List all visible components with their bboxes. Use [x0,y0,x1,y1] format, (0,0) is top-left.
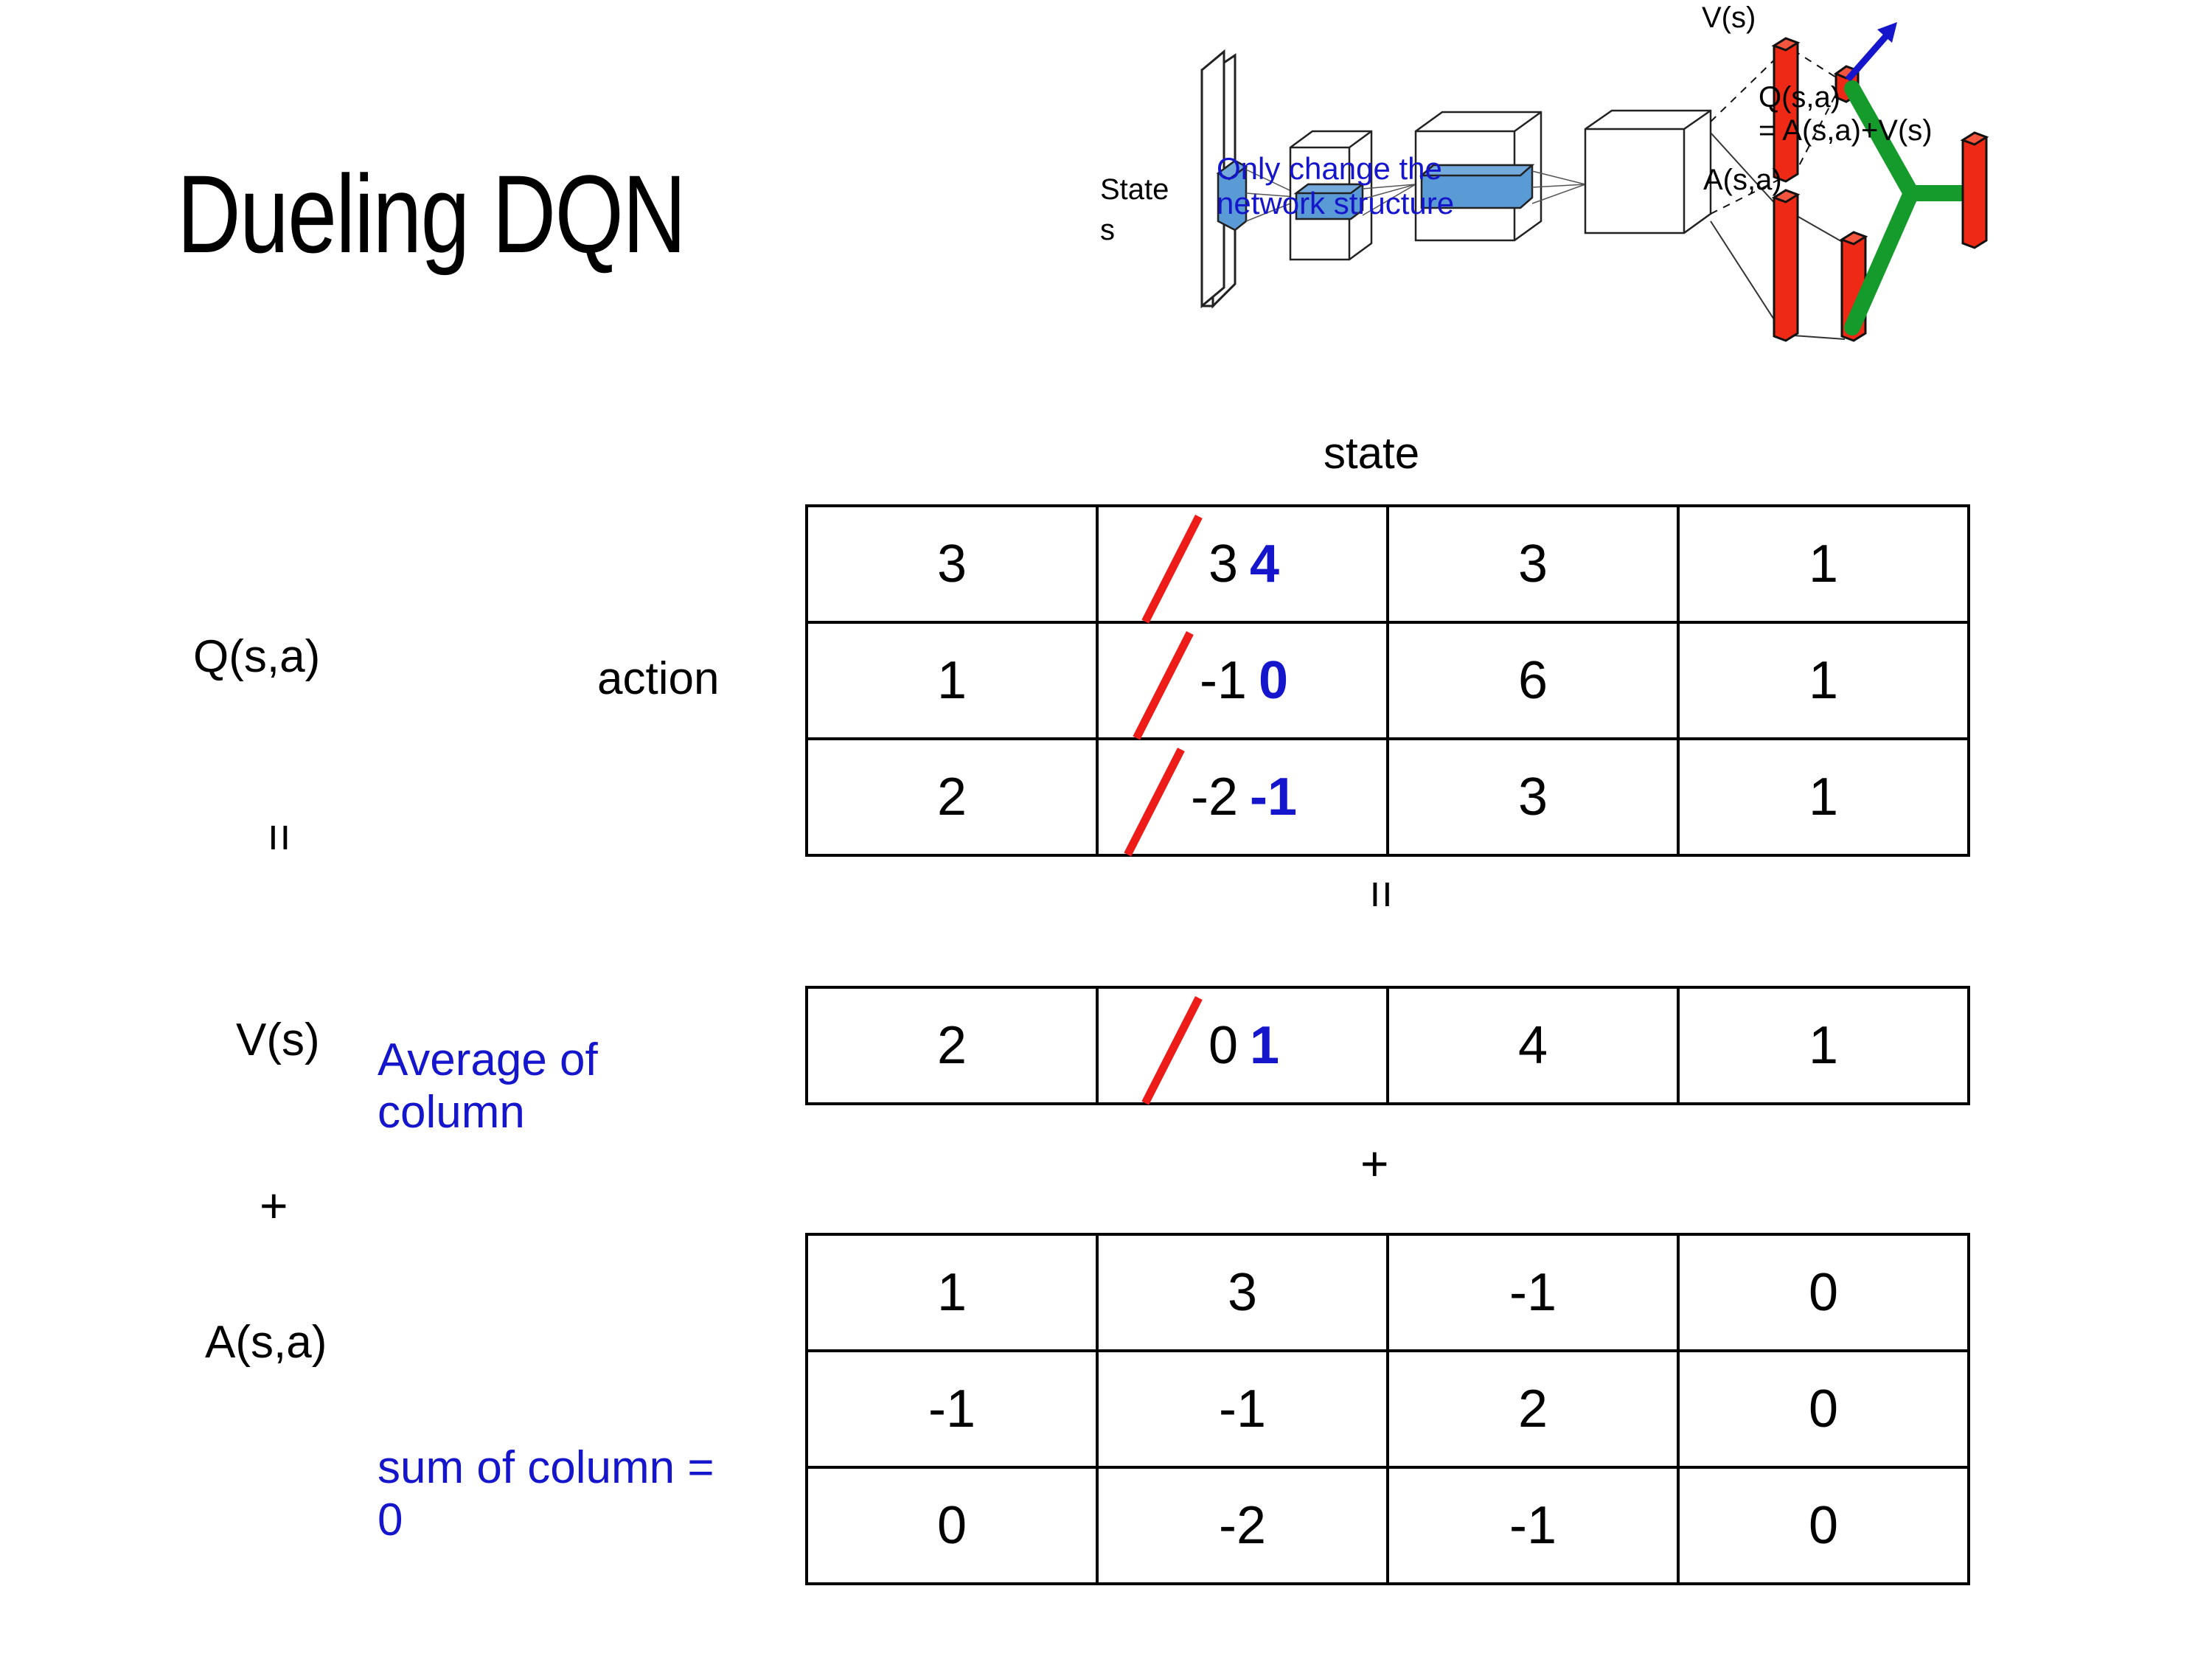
equals-sign-between-tables: = [1354,880,1410,909]
action-axis-label: action [597,653,720,704]
plus-sign-left: + [260,1178,288,1233]
dueling-network-diagram: State s V(s) A(s,a) Q(s,a) = A(s,a)+V(s)… [1084,0,2212,413]
table-cell: 1 [1677,737,1970,857]
table-cell: 3 [1386,737,1680,857]
diagram-annotation-line1: Only change the [1217,151,1442,186]
diagram-annotation: Only change the network structure [1217,151,1454,220]
table-cell-edited: -2-1 [1096,737,1389,857]
struck-old-value: -1 [1197,650,1250,711]
diagram-advantage-label: A(s,a) [1703,164,1782,196]
table-cell: -1 [1386,1233,1680,1352]
table-cell: 3 [1096,1233,1389,1352]
state-axis-label: state [1324,428,1420,478]
struck-old-value: -2 [1188,767,1241,827]
value-arrow-icon [1845,22,1897,82]
diagram-output-label: Q(s,a) = A(s,a)+V(s) [1759,81,1933,147]
corrected-new-value: -1 [1250,768,1298,827]
table-cell: 4 [1386,986,1680,1105]
table-cell: -2 [1096,1466,1389,1585]
table-cell: -1 [1096,1349,1389,1469]
table-cell: 1 [805,621,1099,740]
table-cell: 3 [1386,504,1680,624]
conv-patch-2-icon [1419,164,1535,209]
diagram-annotation-line2: network structure [1217,186,1455,221]
table-cell: 1 [1677,504,1970,624]
advantage-bar-1-icon [1771,189,1801,342]
table-cell: -1 [805,1349,1099,1469]
table-cell: 0 [1677,1349,1970,1469]
conv-connections-2 [1362,184,1416,216]
table-cell: 1 [1677,621,1970,740]
q-table-label: Q(s,a) [193,631,321,682]
struck-old-value: 3 [1206,534,1241,594]
table-cell: 1 [805,1233,1099,1352]
conv-connections-3 [1531,170,1586,204]
value-bar-icon [1771,37,1801,183]
table-cell: 0 [805,1466,1099,1585]
table-cell: 0 [1677,1233,1970,1352]
sum-of-column-note: sum of column = 0 [378,1442,714,1546]
table-cell: 3 [805,504,1099,624]
aggregation-merge-icon [1844,80,1974,335]
output-q-bar-icon [1960,131,1989,249]
input-plane-icon [1200,49,1237,309]
conv-block-3-icon [1584,109,1712,234]
corrected-new-value: 4 [1250,535,1280,594]
diagram-output-label-line2: = A(s,a)+V(s) [1759,114,1933,147]
table-cell: 2 [805,737,1099,857]
table-cell: -1 [1386,1466,1680,1585]
value-stream-connections [1710,49,1840,215]
diagram-input-label-state: State [1100,173,1169,206]
table-cell: 6 [1386,621,1680,740]
average-of-column-note: Average of column [378,1034,598,1138]
conv-patch-1-icon [1293,183,1366,220]
corrected-new-value: 0 [1258,651,1289,710]
equals-sign-left: = [253,823,308,852]
edited-value: -2-1 [1188,767,1297,827]
v-table-label: V(s) [236,1015,320,1065]
table-cell: 0 [1677,1466,1970,1585]
plus-sign-between-tables: + [1360,1136,1389,1191]
corrected-new-value: 1 [1250,1016,1280,1075]
diagram-value-label: V(s) [1702,1,1756,34]
struck-old-value: 0 [1206,1015,1241,1076]
page-title: Dueling DQN [177,152,686,276]
table-cell: 2 [805,986,1099,1105]
a-table-label: A(s,a) [205,1317,327,1368]
table-cell: 2 [1386,1349,1680,1469]
diagram-output-label-line1: Q(s,a) [1759,81,1841,114]
table-cell: 1 [1677,986,1970,1105]
advantage-stream-connections [1710,132,1846,340]
diagram-input-label-s: s [1100,214,1115,246]
